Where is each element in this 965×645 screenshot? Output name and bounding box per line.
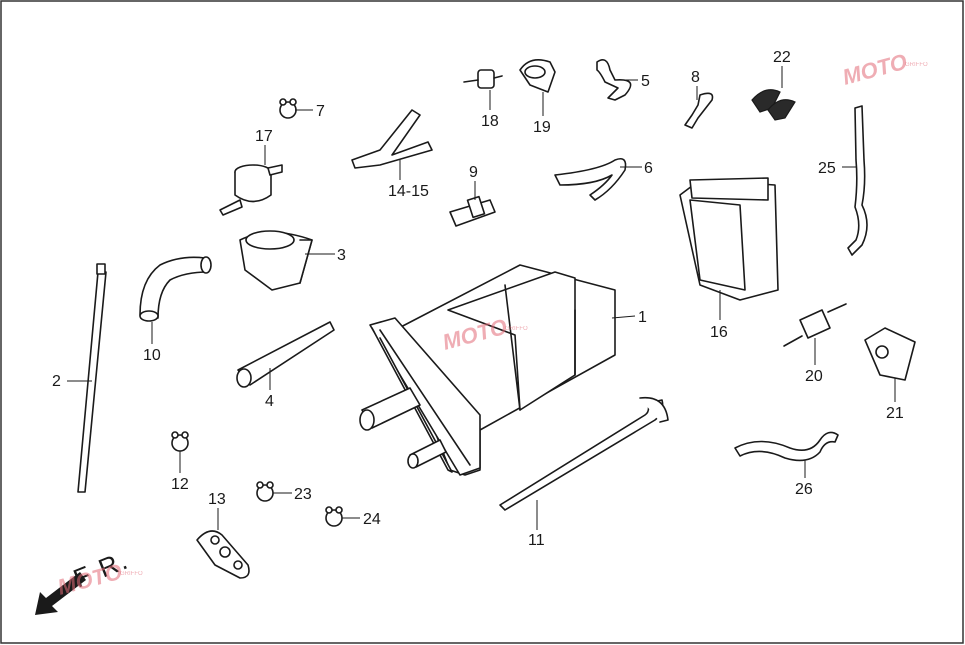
- part-14-15-y-pipe[interactable]: [351, 109, 433, 169]
- part-10-bent-hose[interactable]: [139, 256, 212, 322]
- callout-numbers: 1 2 3 4 5 6 7 8 9 10 11 12 13 14-15 16 1…: [52, 49, 904, 549]
- callout-5: 5: [641, 73, 650, 90]
- callout-20: 20: [805, 368, 823, 385]
- callout-16: 16: [710, 324, 728, 341]
- part-4-tapered-pipe[interactable]: [236, 321, 335, 388]
- watermark-top-right: MOTO GRIFFO: [840, 49, 928, 90]
- callout-22: 22: [773, 49, 791, 66]
- part-2-rod[interactable]: [77, 263, 107, 493]
- callout-25: 25: [818, 160, 836, 177]
- part-6-curved-hose[interactable]: [554, 157, 627, 201]
- watermark-small-top: GRIFFO: [905, 62, 928, 68]
- part-18-fitting[interactable]: [463, 69, 503, 89]
- part-5-elbow-hose[interactable]: [596, 59, 632, 101]
- callout-19: 19: [533, 119, 551, 136]
- callout-10: 10: [143, 347, 161, 364]
- callout-26: 26: [795, 481, 813, 498]
- callout-7: 7: [316, 103, 325, 120]
- callout-4: 4: [265, 393, 274, 410]
- leader-lines: [67, 66, 896, 530]
- part-9-valve[interactable]: [449, 195, 496, 227]
- part-7-clamp[interactable]: [279, 98, 297, 119]
- part-24-clamp[interactable]: [325, 506, 343, 527]
- part-8-small-hose[interactable]: [684, 92, 714, 129]
- callout-1: 1: [638, 309, 647, 326]
- part-20-filter[interactable]: [783, 303, 847, 347]
- part-13-mount-plate[interactable]: [196, 530, 250, 579]
- callout-12: 12: [171, 476, 189, 493]
- part-3-bracket[interactable]: [239, 230, 313, 291]
- callout-24: 24: [363, 511, 381, 528]
- callout-18: 18: [481, 113, 499, 130]
- callout-11: 11: [528, 532, 545, 549]
- watermark-small-bottom: GRIFFO: [120, 571, 143, 577]
- callout-2: 2: [52, 373, 61, 390]
- part-1-canister[interactable]: [359, 264, 616, 476]
- part-16-housing[interactable]: [679, 177, 779, 301]
- part-22-twin-clip[interactable]: [751, 89, 796, 121]
- callout-21: 21: [886, 405, 904, 422]
- part-17-valve[interactable]: [219, 164, 283, 216]
- callout-14-15: 14-15: [388, 183, 429, 200]
- callout-6: 6: [644, 160, 653, 177]
- watermark-small-center: GRIFFO: [505, 326, 528, 332]
- part-26-curved-hose[interactable]: [734, 431, 839, 462]
- part-12-clamp[interactable]: [171, 431, 189, 452]
- callout-8: 8: [691, 69, 700, 86]
- direction-arrow-icon: [35, 572, 86, 615]
- part-25-long-hose[interactable]: [847, 105, 868, 256]
- part-23-clamp[interactable]: [256, 481, 274, 502]
- part-11-long-tube[interactable]: [499, 396, 669, 511]
- callout-17: 17: [255, 128, 273, 145]
- callout-23: 23: [294, 486, 312, 503]
- watermark-logo-top: MOTO: [840, 49, 910, 90]
- part-19-sleeve[interactable]: [519, 59, 556, 93]
- part-21-block[interactable]: [864, 327, 916, 381]
- callout-13: 13: [208, 491, 226, 508]
- callout-9: 9: [469, 164, 478, 181]
- callout-3: 3: [337, 247, 346, 264]
